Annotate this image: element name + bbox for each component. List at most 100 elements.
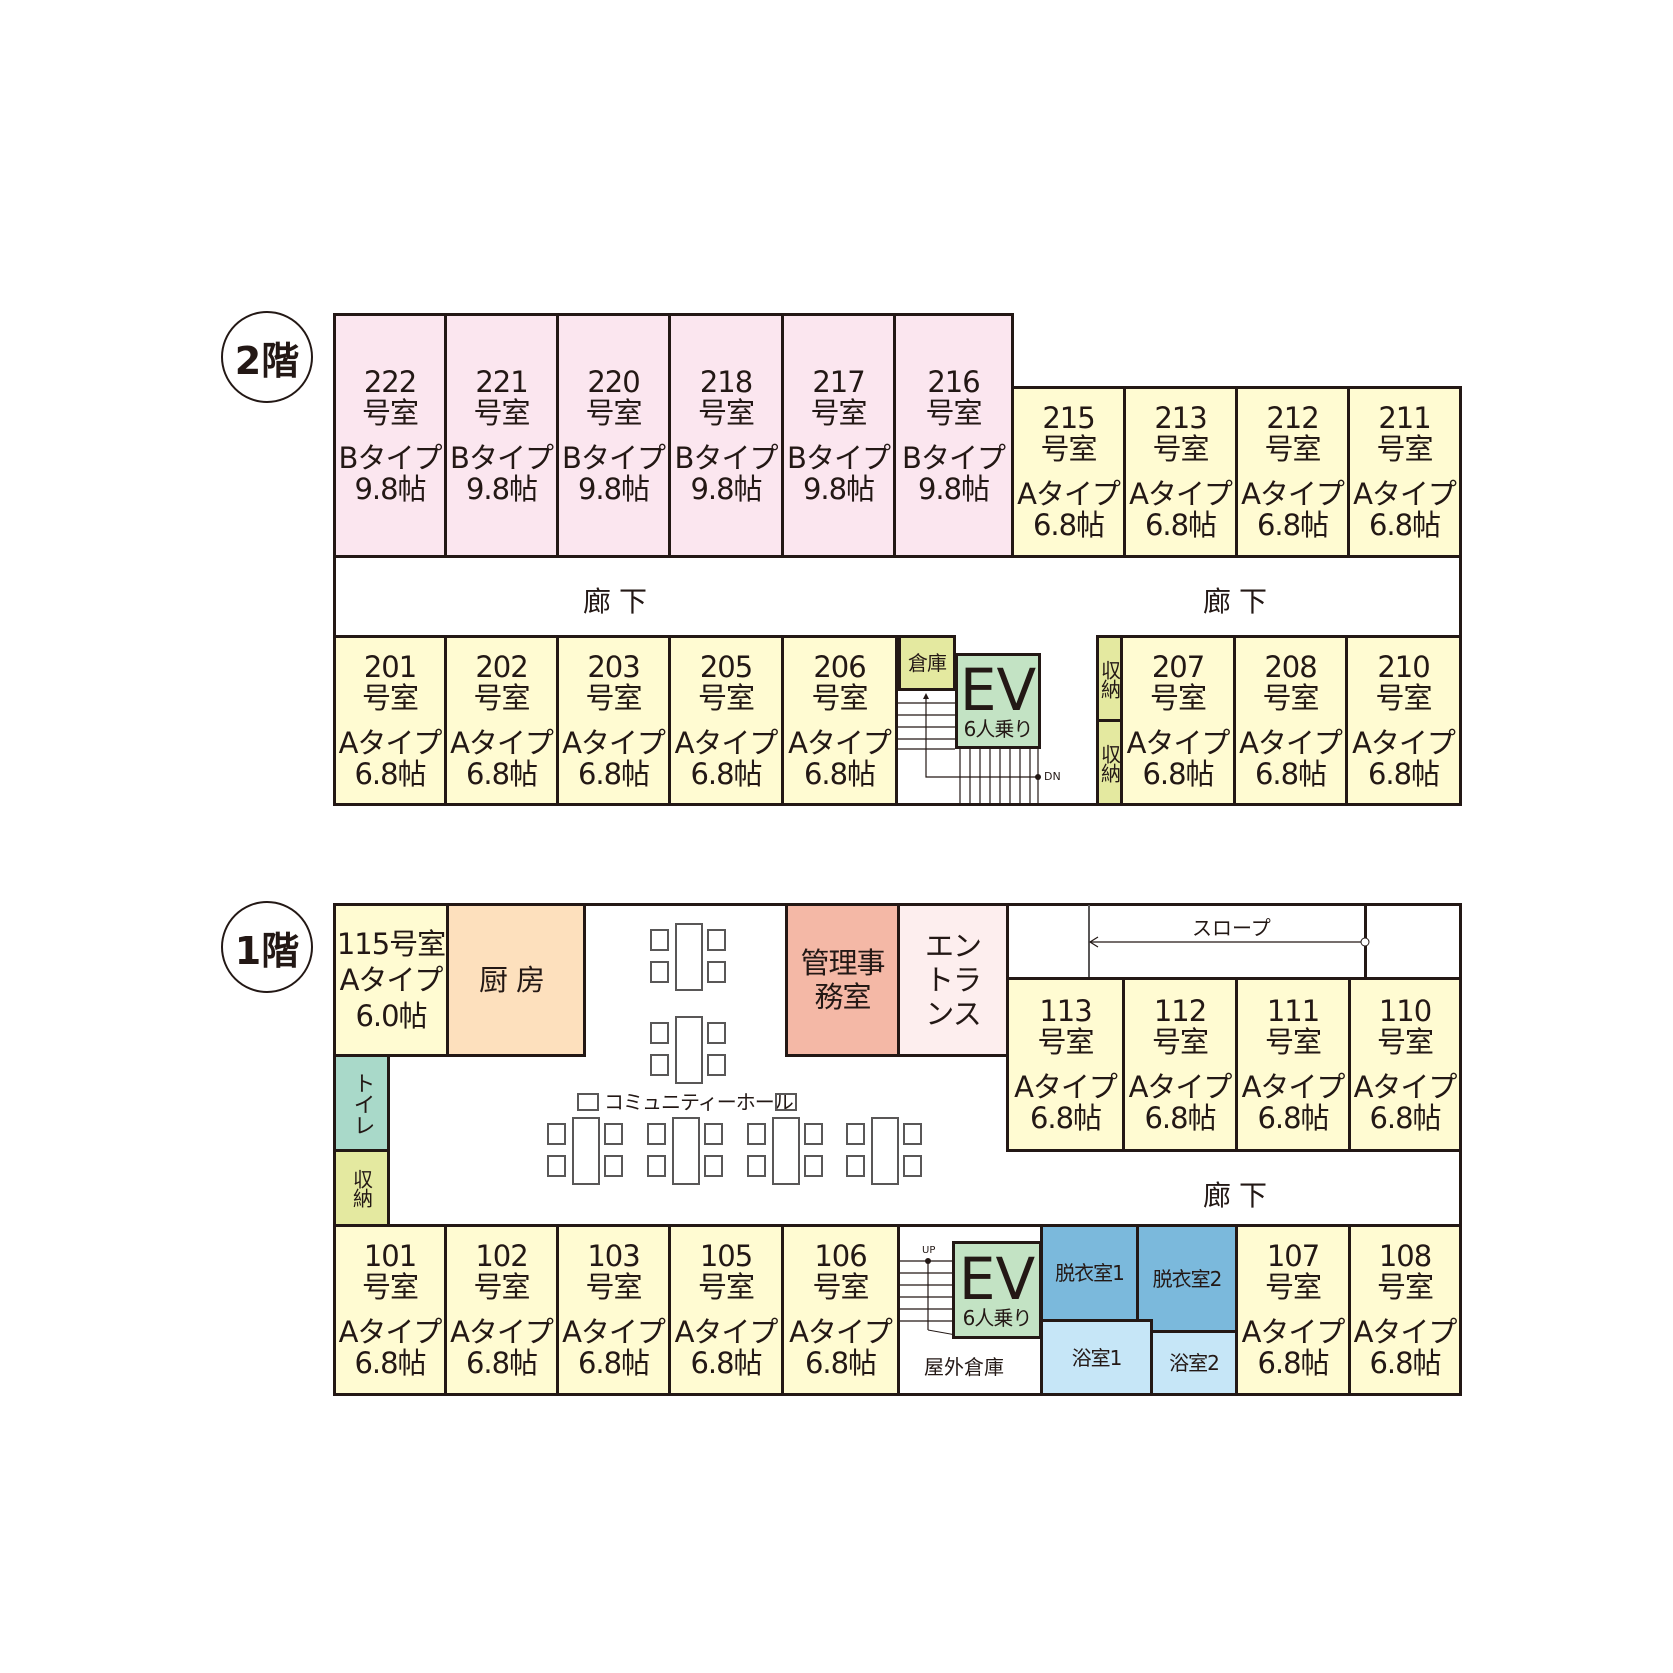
- ev-label: EV: [959, 656, 1037, 724]
- chair: [647, 1123, 666, 1145]
- room-type: Aタイプ: [450, 1315, 554, 1349]
- chair: [704, 1123, 723, 1145]
- room-size: 6.8帖: [1369, 1100, 1441, 1135]
- room-number: 211: [1378, 401, 1431, 435]
- room-type: Aタイプ: [562, 725, 666, 760]
- stairs-1f: [900, 1258, 956, 1335]
- room-number: 210: [1377, 649, 1430, 684]
- chair: [707, 961, 726, 983]
- room-unit: 号室: [1376, 1270, 1434, 1304]
- room-number: 102: [475, 1239, 528, 1273]
- room-type: Aタイプ: [1129, 477, 1233, 511]
- room-type: Aタイプ: [1128, 1069, 1233, 1104]
- floor-2-text: 2階: [234, 338, 300, 383]
- room-number: 218: [699, 364, 753, 399]
- room-size: 9.8帖: [802, 471, 875, 506]
- floor-1-label: 1階: [221, 901, 313, 993]
- closet-2f-1: 収納: [1096, 635, 1123, 722]
- room-unit: 号室: [361, 1270, 419, 1304]
- room-unit: 号室: [1040, 432, 1097, 466]
- room-unit: 号室: [1262, 680, 1319, 715]
- bathroom-label: 浴室2: [1169, 1351, 1220, 1375]
- room-type: Bタイプ: [787, 440, 891, 475]
- table: [572, 1117, 600, 1185]
- room-number: 202: [475, 649, 528, 684]
- slope-divider: [1088, 905, 1090, 977]
- room-unit: 号室: [361, 395, 419, 430]
- room-unit: 号室: [1375, 680, 1432, 715]
- room-number: 201: [363, 649, 417, 684]
- chair: [650, 929, 669, 951]
- chair: [903, 1155, 922, 1177]
- room-size: 6.8帖: [1144, 508, 1217, 542]
- outdoor-storage-label: 屋外倉庫: [924, 1355, 1004, 1379]
- chair: [707, 1022, 726, 1044]
- corridor-label-right: 廊下: [1203, 585, 1276, 618]
- room-type: Aタイプ: [674, 1315, 779, 1349]
- room-number: 113: [1039, 993, 1092, 1028]
- room-type: Aタイプ: [674, 725, 779, 760]
- room-type: Aタイプ: [789, 1315, 893, 1349]
- room-number: 101: [363, 1239, 417, 1273]
- room-size: 9.8帖: [465, 471, 538, 506]
- table: [675, 923, 703, 991]
- room-size: 6.8帖: [1254, 756, 1327, 791]
- room-size: 9.8帖: [577, 471, 650, 506]
- room-type: Aタイプ: [1017, 477, 1121, 511]
- toilet-label: トイレ: [349, 1071, 375, 1135]
- storage-2f: 倉庫: [898, 635, 956, 691]
- room-size: 9.8帖: [690, 471, 762, 506]
- room-unit: 号室: [473, 680, 530, 715]
- room-type: Aタイプ: [1241, 477, 1345, 511]
- room-type: Aタイプ: [338, 725, 443, 760]
- room-size: 6.8帖: [690, 756, 762, 791]
- slope-label: スロープ: [1192, 916, 1271, 940]
- room-unit: 号室: [1264, 1024, 1322, 1059]
- corridor-label-1f: 廊下: [1203, 1179, 1276, 1212]
- floor-1-text: 1階: [234, 928, 300, 973]
- kitchen-label: 厨房: [478, 962, 553, 997]
- room-type: Aタイプ: [450, 725, 554, 760]
- chair: [804, 1155, 823, 1177]
- room-number: 110: [1378, 993, 1432, 1028]
- room-number: 212: [1266, 401, 1319, 435]
- entrance[interactable]: エントランス: [897, 903, 1009, 1057]
- room-unit: 号室: [585, 395, 642, 430]
- chair: [704, 1155, 723, 1177]
- table: [871, 1117, 899, 1185]
- chair: [903, 1123, 922, 1145]
- room-unit: 号室: [1264, 1270, 1322, 1304]
- room-unit: 号室: [1376, 432, 1433, 466]
- closet-1f: 収納: [333, 1149, 390, 1227]
